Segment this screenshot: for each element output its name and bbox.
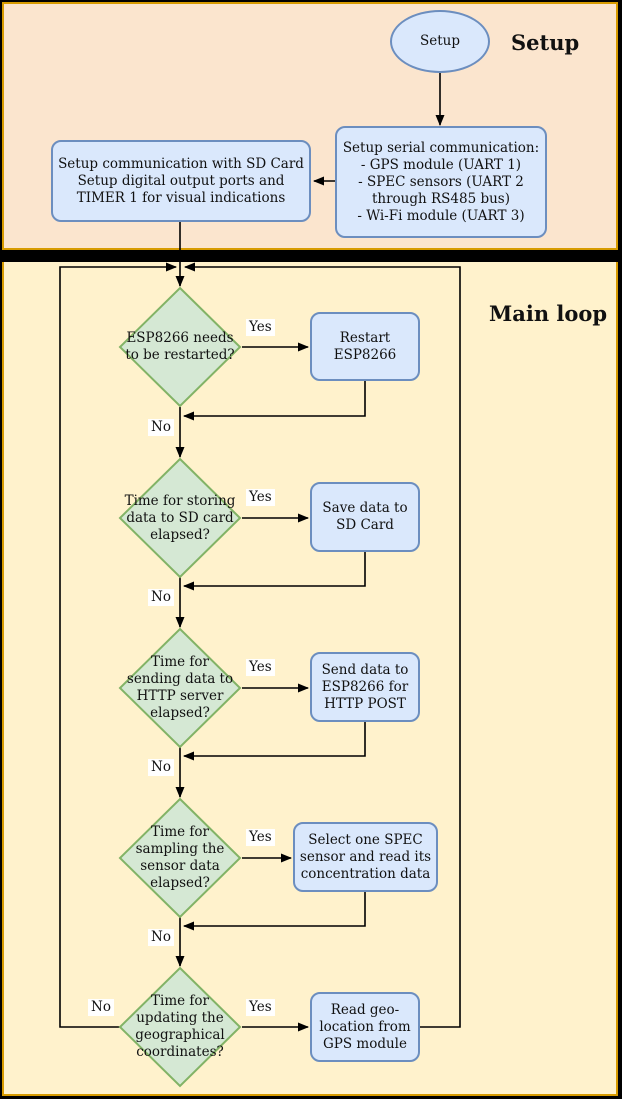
decision-store-diamond (118, 457, 242, 579)
arrow-send-back (183, 722, 366, 761)
start-terminal: Setup (390, 10, 490, 73)
loop-return-left (59, 262, 177, 1028)
decision-restart-diamond (118, 286, 242, 408)
process-serial-setup: Setup serial communication: - GPS module… (335, 126, 547, 238)
edge-label-yes-4: Yes (246, 829, 275, 846)
process-read-geo-location: Read geo- location from GPS module (310, 992, 420, 1062)
setup-section-heading: Setup (511, 30, 580, 55)
edge-label-yes-2: Yes (246, 489, 275, 506)
edge-label-no-1: No (148, 419, 174, 436)
process-send-http-post: Send data to ESP8266 for HTTP POST (310, 652, 420, 722)
decision-geo-label: Time for updating the geographical coord… (135, 993, 225, 1060)
edge-label-no-2: No (148, 589, 174, 606)
decision-store-label: Time for storing data to SD card elapsed… (124, 492, 236, 543)
edge-label-yes-3: Yes (246, 659, 275, 676)
section-divider (0, 250, 622, 262)
edge-label-yes-1: Yes (246, 319, 275, 336)
decision-sample-diamond (118, 797, 242, 919)
edge-label-no-4: No (148, 929, 174, 946)
edge-label-no-3: No (148, 759, 174, 776)
process-sd-timer-setup: Setup communication with SD Card Setup d… (51, 140, 311, 222)
decision-geo-diamond (118, 966, 242, 1088)
decision-send-diamond (118, 627, 242, 749)
arrow-restart-back (183, 381, 366, 421)
process-select-spec-sensor: Select one SPEC sensor and read its conc… (293, 822, 438, 892)
decision-sample-label: Time for sampling the sensor data elapse… (135, 824, 225, 891)
process-save-sd-card: Save data to SD Card (310, 482, 420, 552)
edge-label-yes-5: Yes (246, 999, 275, 1016)
decision-restart-label: ESP8266 needs to be restarted? (125, 330, 235, 363)
edge-label-no-5: No (88, 999, 114, 1016)
main-loop-section-heading: Main loop (489, 301, 608, 326)
loop-return-right (184, 262, 461, 1028)
process-restart-esp8266: Restart ESP8266 (310, 312, 420, 381)
decision-send-label: Time for sending data to HTTP server ela… (126, 654, 234, 721)
arrow-save-back (183, 552, 366, 591)
arrow-select-back (183, 892, 366, 931)
